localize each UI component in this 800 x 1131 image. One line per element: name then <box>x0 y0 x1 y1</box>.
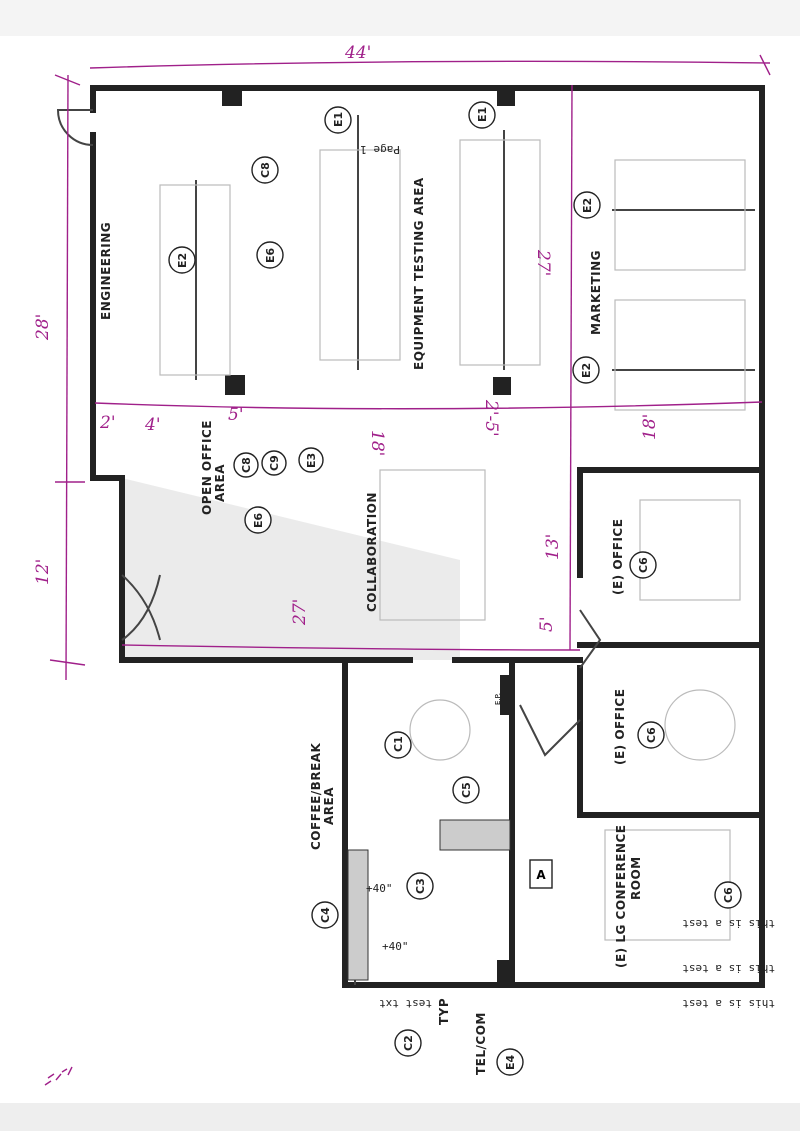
svg-text:C8: C8 <box>240 457 253 473</box>
room-marketing: MARKETING <box>589 250 603 335</box>
scan-top-margin <box>0 0 800 36</box>
test-note-3: this is a test <box>682 997 775 1010</box>
dim-4: 4' <box>144 415 161 435</box>
svg-text:E2: E2 <box>580 363 593 378</box>
svg-text:E1: E1 <box>332 112 345 127</box>
room-engineering: ENGINEERING <box>99 222 113 320</box>
svg-text:C1: C1 <box>392 736 405 752</box>
hatched-floor <box>122 478 460 660</box>
tag-c6: C6 <box>629 551 657 579</box>
room-collaboration: COLLABORATION <box>365 492 379 612</box>
box-a-label: A <box>536 868 546 882</box>
dim-2: 2' <box>99 413 116 433</box>
height-note-2: +40" <box>382 940 409 953</box>
dim-27a: 27' <box>533 249 553 276</box>
room-office-2: (E) OFFICE <box>613 689 627 765</box>
tag-c6: C6 <box>637 721 665 749</box>
svg-text:C4: C4 <box>319 907 332 923</box>
tag-e2: E2 <box>572 356 600 384</box>
tag-c6: C6 <box>714 881 742 909</box>
tag-c9: C9 <box>261 450 287 476</box>
svg-text:C9: C9 <box>268 455 281 471</box>
room-conference-room: ROOM <box>629 856 643 900</box>
svg-text:E3: E3 <box>305 453 318 468</box>
tag-e3: E3 <box>298 447 324 473</box>
tag-e1: E1 <box>324 106 352 134</box>
page-number: Page 1 <box>360 143 400 156</box>
svg-text:E2: E2 <box>176 253 189 268</box>
tag-e6: E6 <box>244 506 272 534</box>
svg-text:E2: E2 <box>581 198 594 213</box>
tag-e2: E2 <box>168 246 196 274</box>
room-open-office-area: AREA <box>213 464 227 502</box>
test-note-2: this is a test <box>682 962 775 975</box>
tag-e2: E2 <box>573 191 601 219</box>
tag-c1: C1 <box>384 731 412 759</box>
svg-text:C2: C2 <box>402 1035 415 1051</box>
dim-2-5: 2'-5' <box>481 399 501 437</box>
svg-text:C5: C5 <box>460 782 473 798</box>
room-office-1: (E) OFFICE <box>611 519 625 595</box>
svg-text:C6: C6 <box>645 727 658 743</box>
dim-13: 13' <box>543 534 563 560</box>
tag-c3: C3 <box>406 872 434 900</box>
height-note-1: +40" <box>366 882 393 895</box>
exterior-walls <box>90 85 765 988</box>
svg-text:C3: C3 <box>414 878 427 894</box>
typ-label: TYP <box>437 998 451 1025</box>
svg-text:C6: C6 <box>722 887 735 903</box>
tag-c5: C5 <box>452 776 480 804</box>
dim-18b: 18' <box>640 414 660 440</box>
svg-text:E6: E6 <box>252 512 265 528</box>
svg-text:C6: C6 <box>637 557 650 573</box>
svg-text:C8: C8 <box>259 162 272 178</box>
room-open-office: OPEN OFFICE <box>200 420 214 515</box>
columns <box>222 88 515 982</box>
room-coffee-break: COFFEE/BREAK <box>309 742 323 850</box>
tag-e6: E6 <box>256 241 284 269</box>
workstations: A E.P. <box>159 115 755 941</box>
dim-5a: 5' <box>228 405 244 425</box>
svg-text:E4: E4 <box>504 1054 517 1070</box>
room-coffee-area: AREA <box>322 787 336 825</box>
scan-bottom-margin <box>0 1103 800 1131</box>
tag-c4: C4 <box>311 901 339 929</box>
equipment-box-a <box>529 859 553 889</box>
dim-left-lower: 12' <box>33 559 53 585</box>
tag-c2: C2 <box>394 1029 422 1057</box>
dim-left-upper: 28' <box>33 314 53 341</box>
tag-c8: C8 <box>251 156 279 184</box>
dim-27b: 27' <box>290 599 310 626</box>
handwritten-mark <box>44 1066 73 1086</box>
dim-18a: 18' <box>367 430 387 456</box>
svg-text:E6: E6 <box>264 247 277 263</box>
room-telcom: TEL/COM <box>474 1012 488 1075</box>
room-equipment-testing: EQUIPMENT TESTING AREA <box>412 177 426 370</box>
test-note-1: this is a test <box>682 917 775 930</box>
tag-c8: C8 <box>233 452 259 478</box>
tag-e1: E1 <box>468 101 496 129</box>
svg-text:E1: E1 <box>476 107 489 122</box>
dim-5b: 5' <box>537 617 557 633</box>
dim-top: 44' <box>344 43 371 63</box>
ep-label: E.P. <box>494 693 502 705</box>
room-conference: (E) LG CONFERENCE <box>614 825 628 968</box>
tag-e4: E4 <box>496 1048 524 1076</box>
dimension-lines <box>49 54 771 681</box>
test-txt-note: test txt <box>379 997 432 1010</box>
